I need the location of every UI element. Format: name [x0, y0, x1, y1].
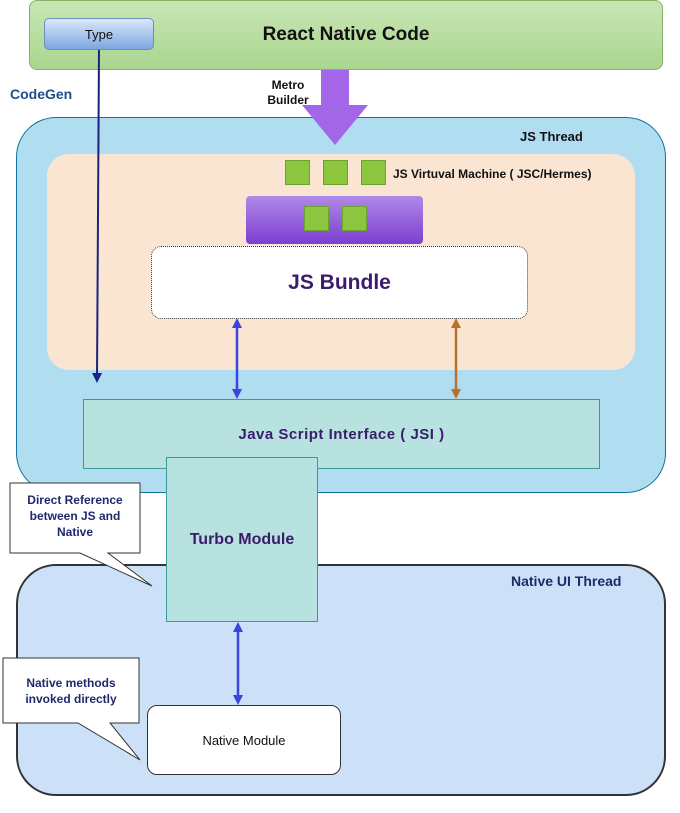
- vm-block-icon: [361, 160, 386, 185]
- callout1-line3: Native: [56, 525, 94, 539]
- type-box: Type: [44, 18, 154, 50]
- metro-builder-label: Metro Builder: [253, 78, 323, 108]
- vm-engine-block: [246, 196, 423, 244]
- js-vm-label: JS Virtuval Machine ( JSC/Hermes): [393, 167, 592, 181]
- direct-reference-text: Direct Reference between JS and Native: [10, 492, 140, 540]
- vm-block-icon: [342, 206, 367, 231]
- native-module-box: Native Module: [147, 705, 341, 775]
- callout1-line1: Direct Reference: [27, 493, 123, 507]
- metro-arrow: [302, 70, 368, 145]
- vm-block-icon: [323, 160, 348, 185]
- vm-block-icon: [304, 206, 329, 231]
- callout2-line1: Native methods: [26, 676, 116, 690]
- callout2-line2: invoked directly: [25, 692, 117, 706]
- turbo-module-box: Turbo Module: [166, 457, 318, 622]
- metro-label-line2: Builder: [267, 93, 309, 107]
- metro-label-line1: Metro: [271, 78, 305, 92]
- direct-reference-callout: [9, 482, 153, 587]
- js-bundle-box: JS Bundle: [151, 246, 528, 319]
- codegen-arrow: [92, 49, 103, 383]
- react-native-code-label: React Native Code: [262, 24, 430, 45]
- codegen-label: CodeGen: [10, 86, 73, 102]
- callout1-line2: between JS and: [29, 509, 121, 523]
- native-ui-thread-label: Native UI Thread: [511, 573, 622, 589]
- vm-block-icon: [285, 160, 310, 185]
- js-thread-label: JS Thread: [520, 129, 583, 144]
- native-methods-text: Native methods invoked directly: [3, 675, 139, 707]
- native-methods-callout: [2, 657, 141, 761]
